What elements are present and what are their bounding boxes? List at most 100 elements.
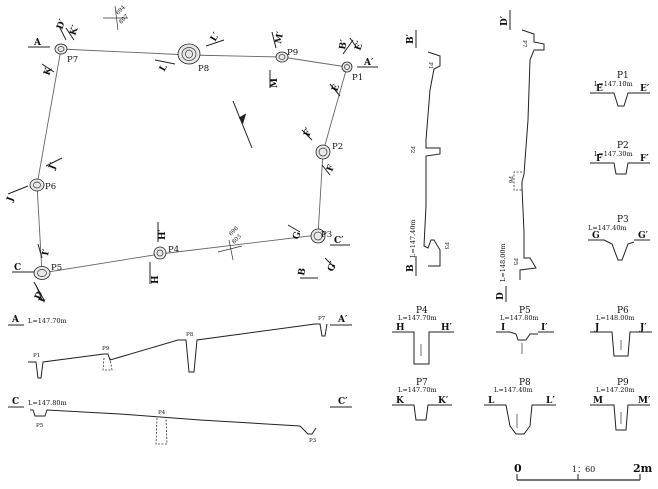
svg-text:M: M (270, 78, 280, 88)
section-mark-A: A (28, 38, 50, 48)
section-mark-A-prime: A′ (357, 58, 378, 68)
section-mark-H: H (149, 262, 161, 284)
profile-P4-title: P4 (416, 306, 428, 316)
reference-point-bottom: 696 803 (217, 225, 243, 261)
profile-P4: P4 L=147.70m H H′ (392, 306, 454, 365)
profile-P7-end: K′ (438, 396, 449, 406)
svg-text:E: E (330, 83, 342, 93)
section-mark-M: M (269, 70, 280, 88)
profile-P5-end: I′ (541, 323, 548, 333)
section-CC-post-P5: P5 (36, 423, 44, 429)
svg-text:G: G (291, 230, 303, 241)
svg-text:I: I (37, 297, 48, 304)
label-P9: P9 (287, 48, 298, 58)
section-mark-G-prime: G′ (324, 257, 339, 273)
svg-text:K: K (42, 65, 54, 77)
post-hole-P1 (341, 61, 353, 73)
svg-text:L: L (158, 62, 170, 73)
profile-P3-title: P3 (617, 215, 629, 225)
profile-P3-level: L=147.40m (588, 224, 627, 232)
section-mark-L-prime: L′ (205, 30, 225, 47)
section-mark-F: F′ (301, 126, 315, 141)
scale-bar: 0 1：60 2m (514, 462, 653, 481)
post-hole-P9 (275, 51, 289, 63)
section-mark-M-prime: M′ (271, 30, 286, 49)
post-hole-P5 (33, 266, 51, 280)
svg-text:B: B (297, 267, 308, 277)
svg-text:C: C (14, 263, 21, 273)
section-DD: D′ D L=148.00m P7 P6 P5 (496, 10, 545, 302)
svg-text:F: F (325, 163, 337, 173)
svg-text:G′: G′ (326, 260, 339, 273)
svg-text:I′: I′ (41, 248, 52, 257)
section-BB-end: B′ (406, 33, 416, 44)
section-mark-B: B (297, 267, 318, 279)
profile-P7-start: K (396, 396, 405, 406)
svg-text:M′: M′ (274, 30, 286, 45)
profile-P8: P8 L=147.40m L L′ (484, 378, 556, 435)
profile-P7-level: L=147.70m (398, 386, 437, 394)
section-mark-D: D (33, 281, 46, 301)
svg-text:K′: K′ (68, 23, 81, 37)
section-mark-L: L (154, 59, 176, 74)
label-P5: P5 (51, 263, 62, 273)
profile-P2-end: F′ (640, 154, 649, 164)
post-hole-P6 (29, 178, 45, 192)
label-P3: P3 (321, 230, 332, 240)
profile-P6: P6 L=148.00m J J′ (590, 306, 652, 357)
svg-text:J: J (5, 196, 16, 204)
section-CC-end: C′ (338, 397, 348, 407)
section-mark-J-prime: J′ (45, 157, 63, 172)
section-mark-K: K (41, 63, 55, 77)
reference-point-top: 694 807 (103, 4, 130, 31)
profile-P5-level: L=147.80m (500, 314, 539, 322)
plan-view: P7 P8 P9 P1 P2 P3 P4 P5 P6 A A′ B B′ C (5, 4, 378, 304)
post-hole-P7 (54, 43, 68, 55)
label-P1: P1 (352, 73, 363, 83)
profile-P8-level: L=147.40m (494, 386, 533, 394)
profile-P9-start: M (593, 396, 603, 406)
profile-P6-start: J (594, 323, 599, 333)
section-AA-post-P1: P1 (33, 353, 40, 359)
section-mark-F-prime: F (321, 163, 337, 176)
profile-P7-title: P7 (416, 378, 428, 388)
north-arrow (232, 100, 253, 149)
scale-ratio: 1：60 (572, 465, 595, 474)
profile-P8-end: L′ (546, 396, 555, 406)
section-mark-E-prime: E′ (349, 37, 366, 52)
profile-P4-end: H′ (441, 323, 453, 333)
profile-P1-end: E′ (640, 84, 650, 94)
section-mark-J: J (5, 185, 29, 204)
label-P6: P6 (45, 182, 56, 192)
scale-zero: 0 (514, 462, 522, 475)
section-mark-C: C (12, 263, 34, 273)
label-P8: P8 (198, 64, 209, 74)
section-mark-B-prime: B′ (338, 38, 354, 55)
section-CC-post-P3: P3 (309, 438, 317, 444)
section-BB-post-P2: P2 (409, 146, 415, 153)
section-AA-end: A′ (337, 315, 348, 325)
svg-text:E′: E′ (353, 39, 366, 52)
svg-text:J′: J′ (47, 161, 59, 172)
section-BB: B′ B L=147.40m P1 P2 P3 (406, 30, 449, 276)
profile-P1-level: L=147.10m (594, 80, 633, 88)
section-BB-post-P1: P1 (427, 62, 433, 69)
section-DD-level: L=148.00m (499, 243, 507, 282)
section-mark-H-prime: H′ (157, 222, 168, 242)
profile-P2-title: P2 (617, 141, 629, 151)
section-BB-post-P3: P3 (443, 242, 449, 250)
profile-P1-start: E (596, 84, 603, 94)
section-CC-level: L=147.80m (28, 399, 67, 407)
section-DD-post-P7: P7 (521, 40, 527, 48)
section-mark-E: E (329, 83, 342, 97)
scale-end: 2m (633, 462, 653, 475)
profile-P2: P2 L=147.30m F F′ (590, 141, 650, 175)
section-AA-post-P8: P8 (186, 332, 194, 338)
section-CC-post-P4: P4 (158, 410, 166, 416)
svg-text:C′: C′ (334, 236, 344, 246)
svg-text:D: D (33, 290, 45, 301)
section-AA-post-P9: P9 (102, 346, 110, 352)
section-mark-G: G (287, 224, 303, 241)
profile-P7: P7 L=147.70m K K′ (392, 378, 452, 421)
